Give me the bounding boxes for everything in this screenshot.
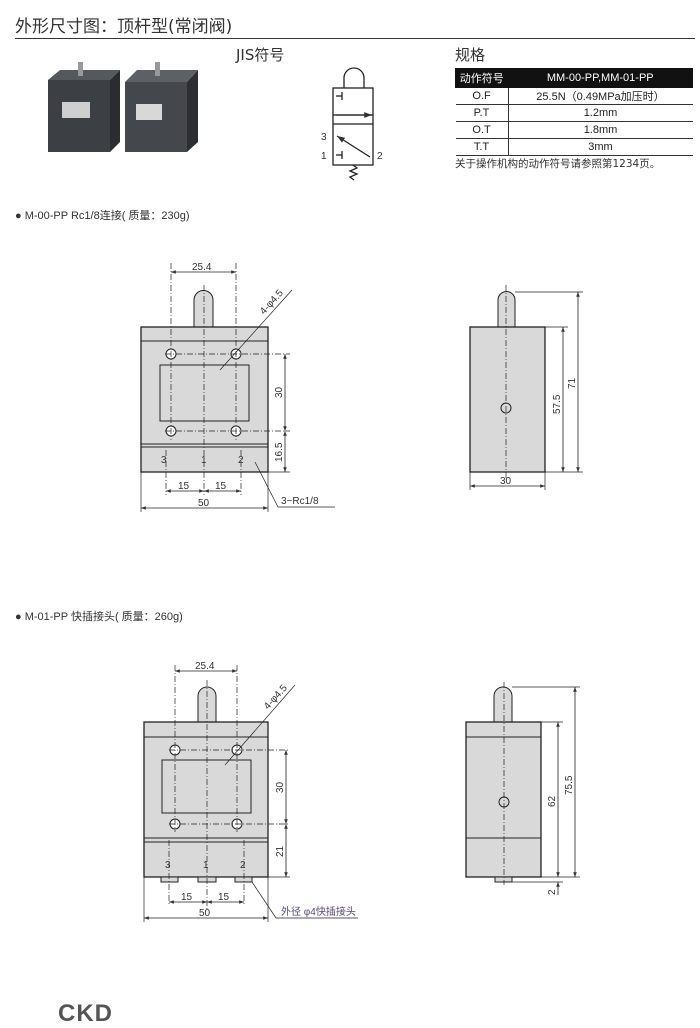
port-3-2: 3 [165, 860, 171, 871]
spec-key: O.T [455, 121, 509, 139]
ckd-logo: CKD [58, 1000, 113, 1027]
title-divider [15, 38, 695, 39]
dim-15a-2: 15 [181, 892, 193, 903]
spec-value: 1.8mm [508, 121, 693, 139]
side-dim-62: 62 [547, 795, 558, 807]
spec-header-row: 动作符号 MM-00-PP,MM-01-PP [455, 68, 693, 88]
jis-port-3: 3 [321, 132, 327, 143]
spec-value: 3mm [508, 138, 693, 156]
dim-21: 21 [275, 845, 286, 857]
spec-col-val: MM-00-PP,MM-01-PP [507, 68, 693, 88]
spec-value: 25.5N（0.49MPa加压时） [508, 87, 693, 105]
dim-ports: 3−Rc1/8 [281, 496, 319, 507]
m00-front-view [140, 263, 335, 512]
side-dim-2: 2 [547, 889, 558, 895]
spec-key: O.F [455, 87, 509, 105]
dim-15a: 15 [178, 481, 190, 492]
jis-symbol-title: JIS符号 [236, 46, 285, 64]
port-2: 2 [238, 455, 244, 466]
spec-key: P.T [455, 104, 509, 122]
side-dim-75-5: 75.5 [564, 775, 575, 795]
jis-port-1: 1 [321, 151, 327, 162]
dim-50-2: 50 [199, 908, 211, 919]
product-photo-graphic [48, 62, 198, 152]
m01-side-view [465, 682, 580, 895]
dim-holes-2: 4-φ4.5 [262, 683, 290, 712]
jis-port-2: 2 [377, 151, 383, 162]
dim-30-2: 30 [275, 781, 286, 793]
dim-16-5: 16.5 [274, 442, 285, 462]
dim-15b: 15 [215, 481, 227, 492]
dim-50: 50 [198, 498, 210, 509]
port-1: 1 [201, 455, 207, 466]
dim-15b-2: 15 [218, 892, 230, 903]
side-dim-57-5: 57.5 [552, 394, 563, 414]
section1-label: ● M-00-PP Rc1/8连接( 质量：230g) [15, 210, 190, 222]
spec-value: 1.2mm [508, 104, 693, 122]
spec-col-key: 动作符号 [455, 68, 509, 88]
dim-fittings: 外径 φ4快插接头 [281, 905, 356, 918]
product-photo [40, 62, 210, 152]
dim-pitch: 25.4 [192, 262, 212, 273]
port-3: 3 [161, 455, 167, 466]
spec-note: 关于操作机构的动作符号请参照第1234页。 [455, 158, 661, 170]
side-dim-71: 71 [567, 377, 578, 389]
m01-front-view [143, 665, 358, 922]
jis-valve-symbol [332, 67, 374, 181]
dim-pitch-2: 25.4 [195, 661, 215, 672]
spec-title: 规格 [455, 46, 486, 64]
spec-key: T.T [455, 138, 509, 156]
m00-side-view [469, 285, 583, 490]
page-title: 外形尺寸图：顶杆型(常闭阀) [15, 17, 233, 37]
port-1-2: 1 [203, 860, 209, 871]
port-2-2: 2 [240, 860, 246, 871]
dim-30: 30 [274, 386, 285, 398]
section2-label: ● M-01-PP 快插接头( 质量：260g) [15, 611, 183, 623]
side-dim-30: 30 [500, 476, 512, 487]
